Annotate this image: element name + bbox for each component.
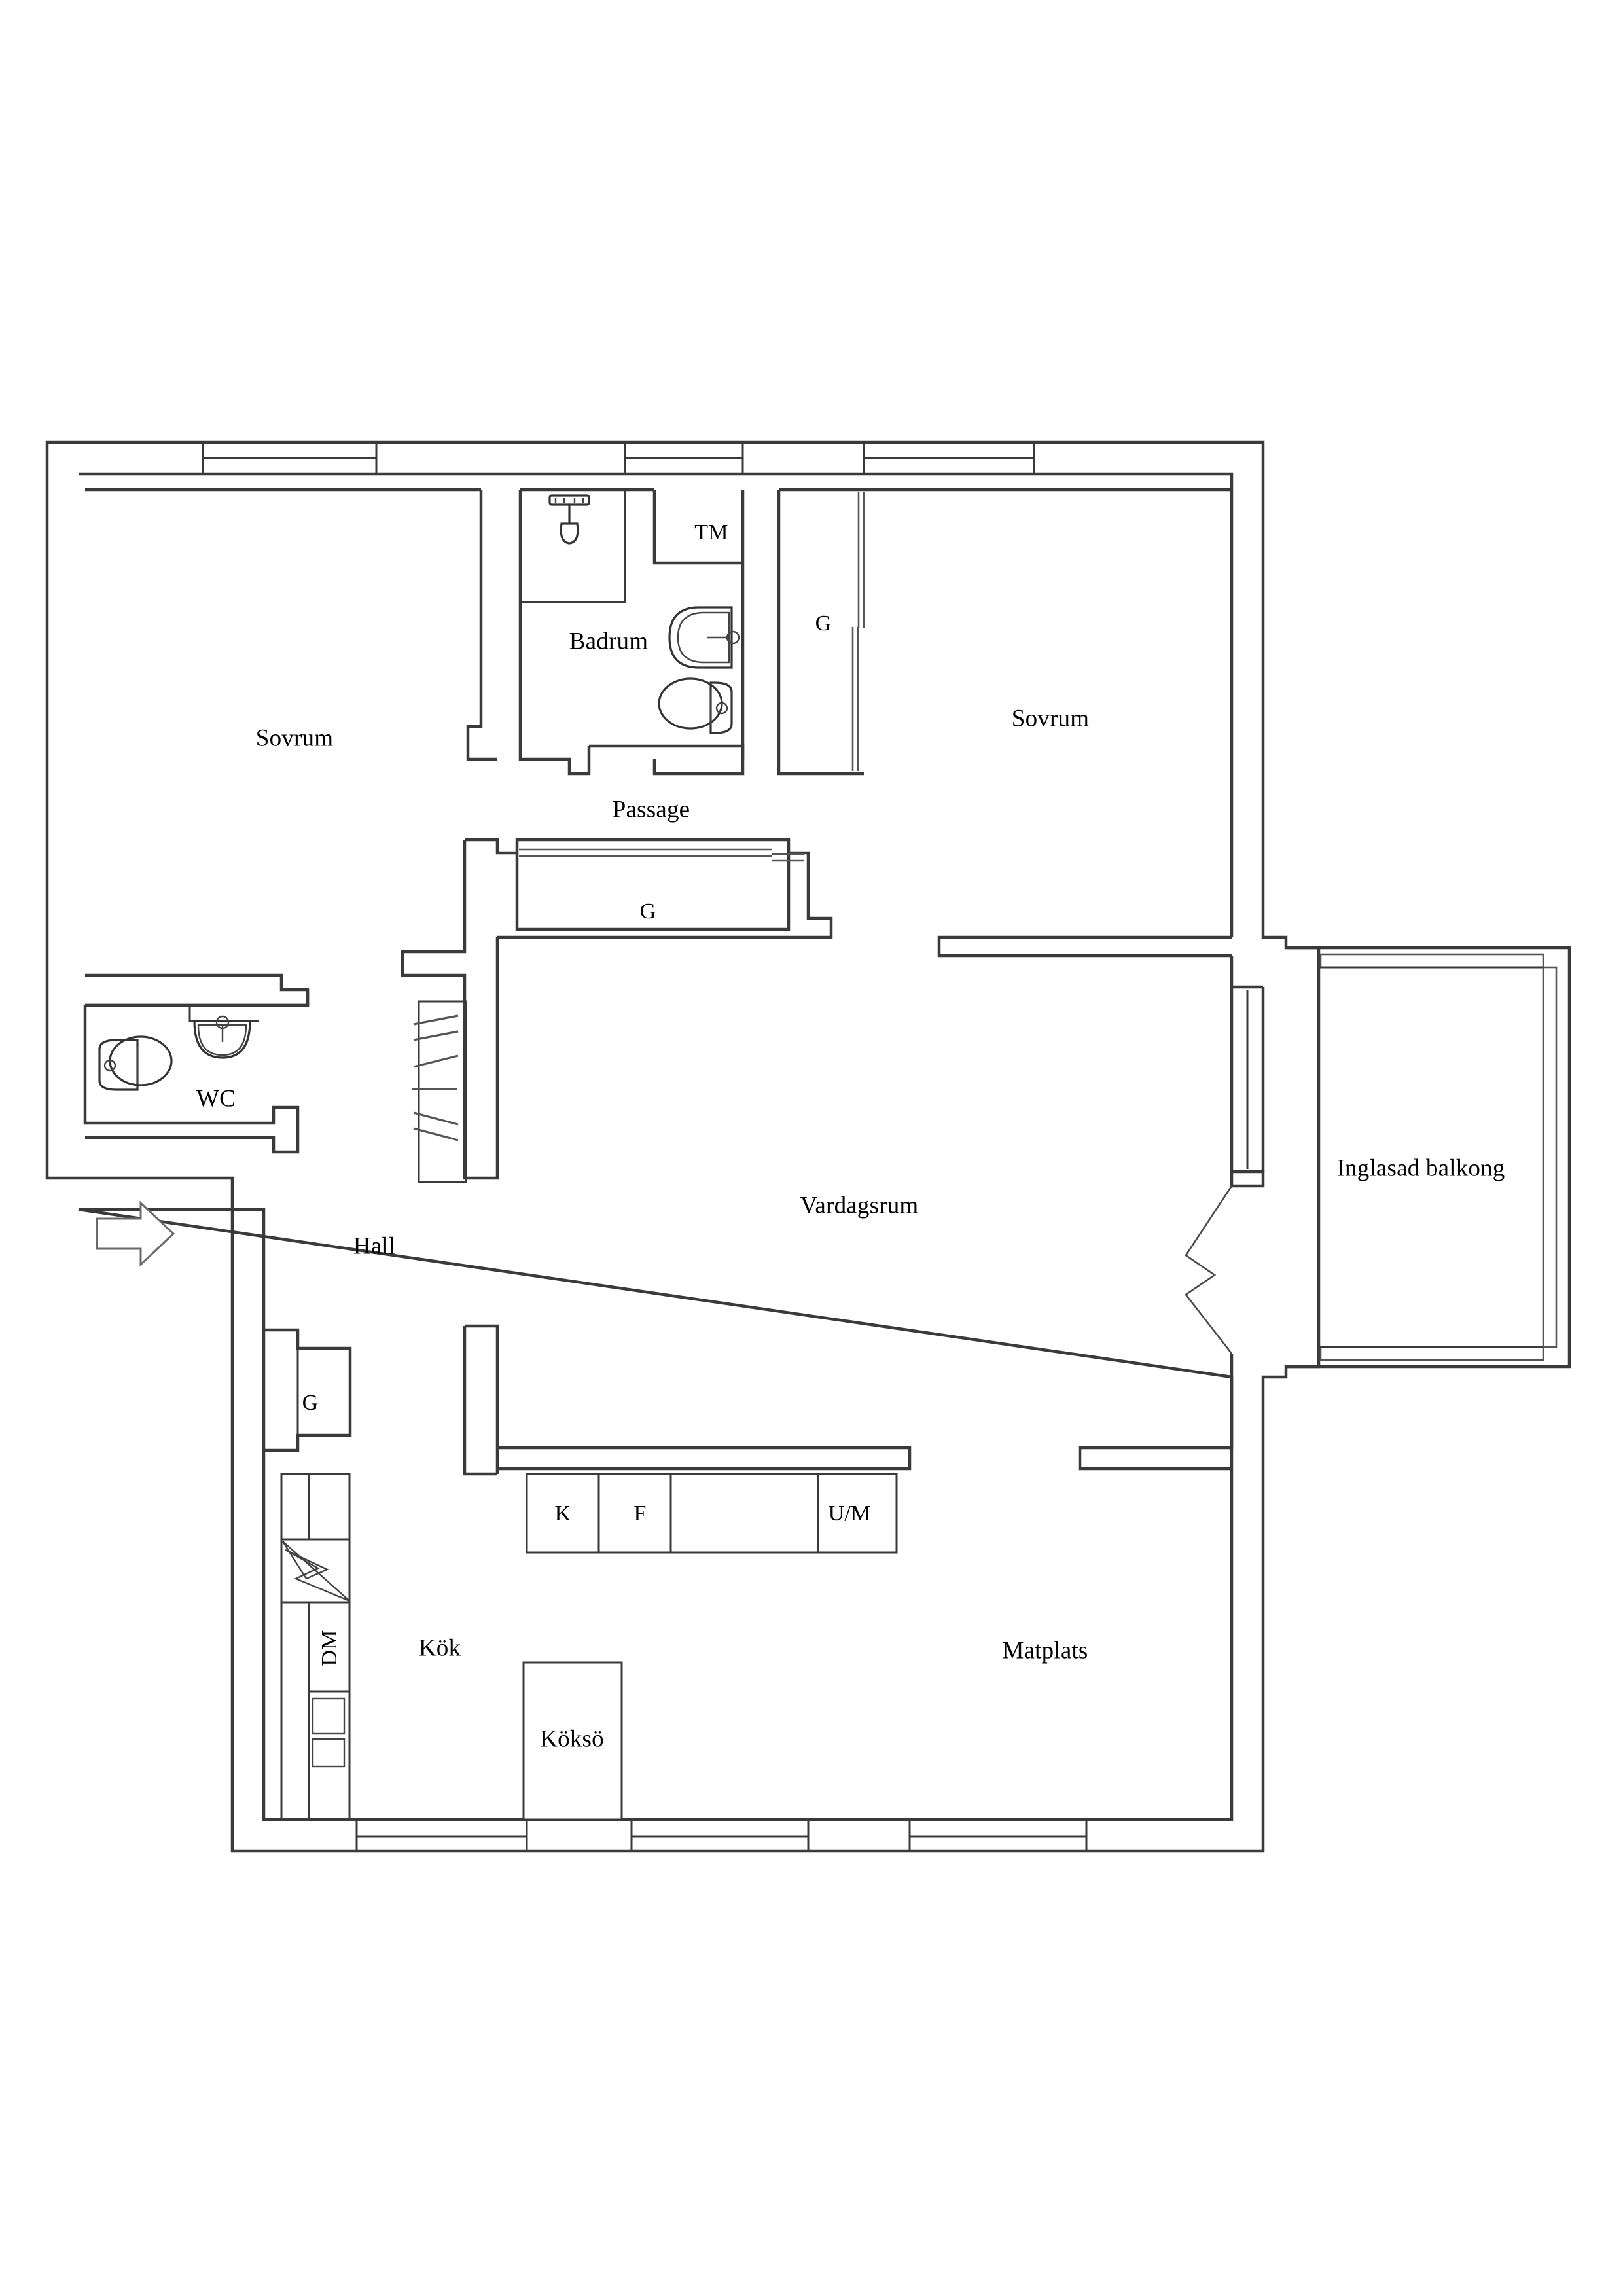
balcony-door-assembly (1185, 956, 1265, 1377)
wall-passage-left (401, 840, 499, 1180)
window-top-1 (202, 442, 378, 474)
closet-g-bedroom (777, 488, 865, 776)
hatched-shaft-icon (412, 1000, 467, 1183)
kitchen-left-column (280, 1473, 351, 1821)
room-wc (83, 990, 310, 1154)
wall-kitchen-divider (463, 1324, 912, 1476)
room-badrum (518, 488, 745, 776)
kitchen-island (522, 1661, 623, 1821)
room-balkong (1286, 946, 1571, 1369)
kitchen-counter (526, 1473, 898, 1554)
window-bottom-2 (630, 1820, 810, 1851)
entrance-arrow-icon (96, 1200, 175, 1267)
room-sovrum-right (864, 488, 1232, 958)
washbasin-badrum-icon (668, 606, 740, 669)
closet-g-hall (264, 1328, 352, 1452)
window-top-3 (863, 442, 1035, 474)
shower-head-icon (548, 494, 590, 545)
closet-g-passage (465, 838, 833, 939)
toilet-wc-icon (98, 1035, 173, 1091)
toilet-badrum-icon (658, 677, 733, 734)
room-sovrum-left (85, 488, 497, 1007)
window-bottom-3 (908, 1820, 1088, 1851)
window-top-2 (624, 442, 744, 474)
lightning-bolt-icon (281, 1541, 350, 1602)
washbasin-wc-icon (193, 1015, 251, 1059)
window-bottom-1 (355, 1820, 528, 1851)
wall-matplats (1078, 1377, 1234, 1471)
